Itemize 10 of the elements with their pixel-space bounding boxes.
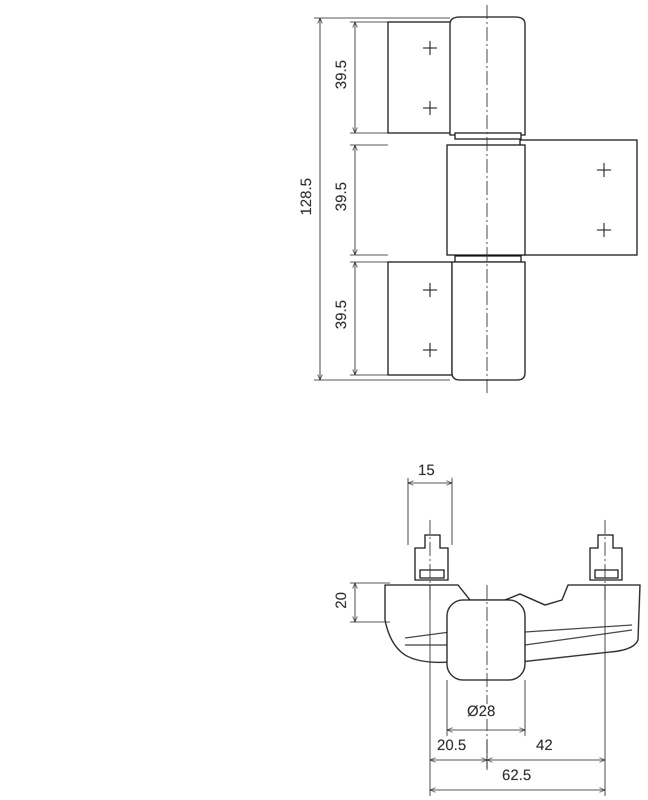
dimension-label: Ø28 [467, 704, 496, 719]
dimension-label: 42 [536, 738, 553, 753]
dimension-label: 128.5 [299, 178, 314, 216]
dimension-label: 20 [334, 592, 349, 609]
dimension-label: 39.5 [334, 182, 349, 212]
dimension-label: 62.5 [502, 768, 532, 783]
dimension-label: 20.5 [437, 738, 466, 753]
dimension-label: 39.5 [334, 60, 349, 90]
dimension-label: 15 [418, 463, 435, 478]
dimension-label: 39.5 [334, 300, 349, 330]
